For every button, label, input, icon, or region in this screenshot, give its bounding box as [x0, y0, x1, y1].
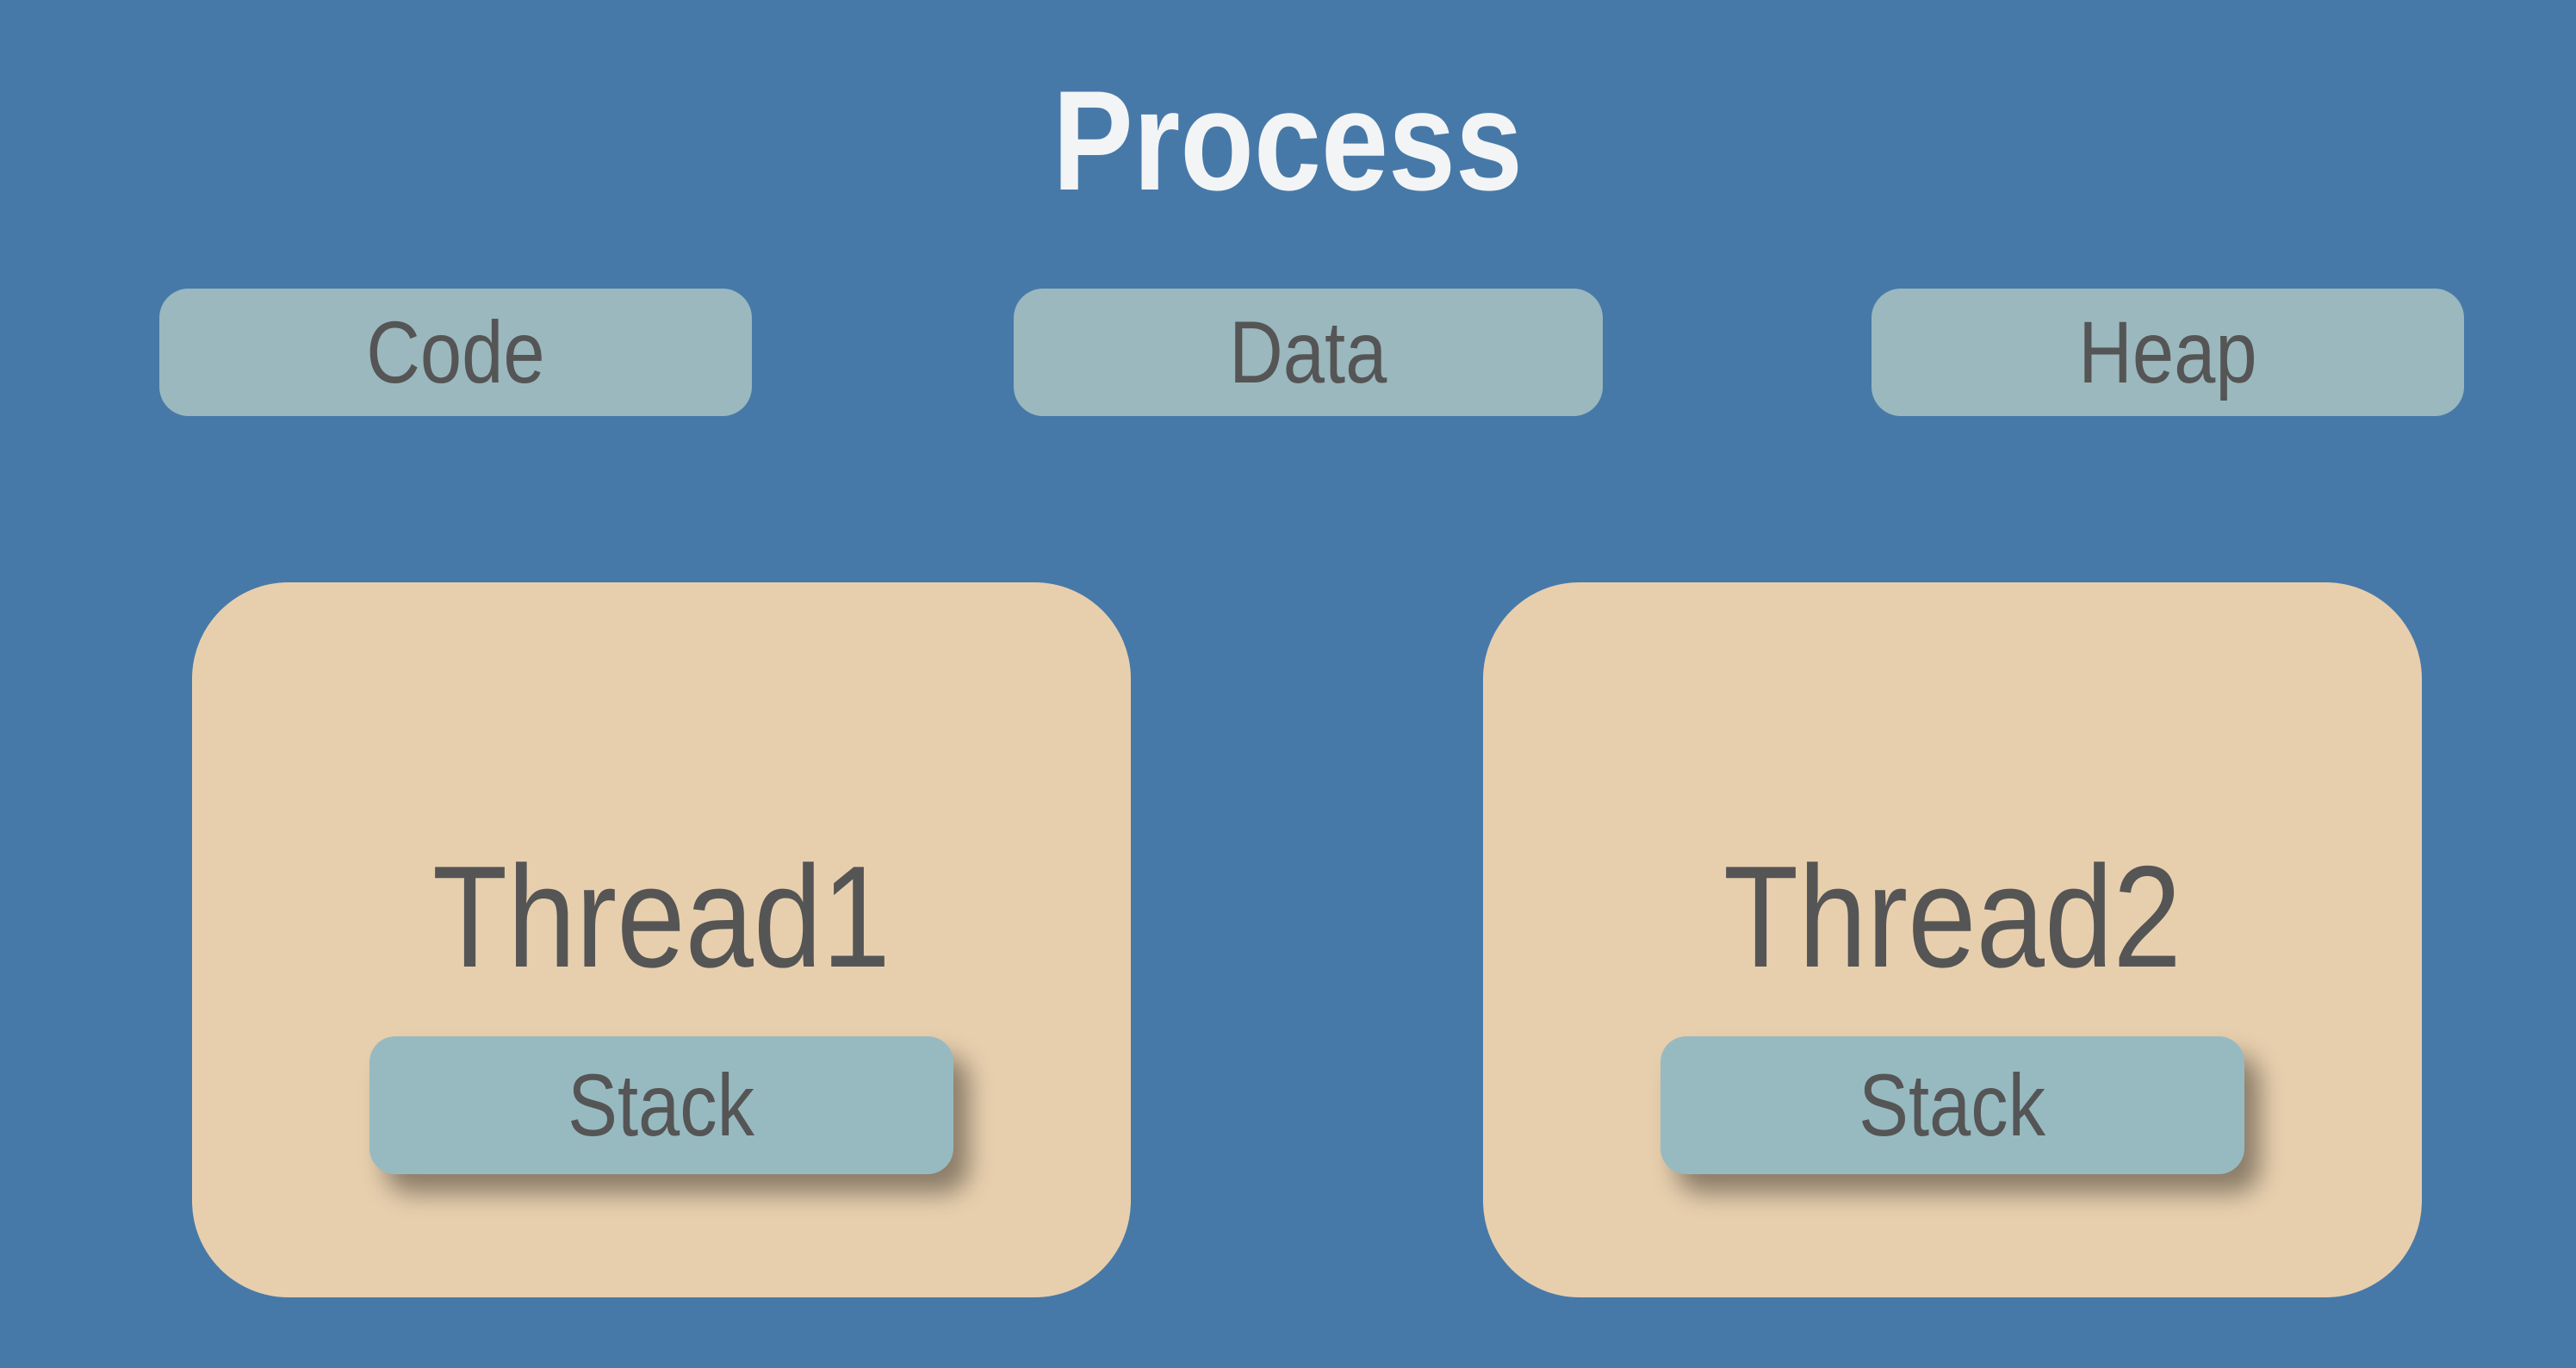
data-segment-box: Data	[1014, 289, 1603, 416]
thread1-stack-box: Stack	[369, 1036, 953, 1174]
code-segment-box: Code	[159, 289, 752, 416]
thread2-box: Thread2 Stack	[1483, 582, 2422, 1297]
code-segment-label: Code	[366, 302, 545, 401]
thread1-box: Thread1 Stack	[192, 582, 1131, 1297]
thread1-label: Thread1	[192, 844, 1131, 989]
heap-segment-box: Heap	[1871, 289, 2464, 416]
thread1-stack-label: Stack	[568, 1055, 755, 1154]
thread2-label-text: Thread2	[1723, 836, 2182, 998]
thread2-label: Thread2	[1483, 844, 2422, 989]
heap-segment-label: Heap	[2078, 302, 2257, 401]
thread2-stack-box: Stack	[1660, 1036, 2244, 1174]
thread2-stack-label: Stack	[1859, 1055, 2046, 1154]
process-title: Process	[0, 70, 2576, 212]
data-segment-label: Data	[1229, 302, 1387, 401]
thread1-label-text: Thread1	[432, 836, 891, 998]
process-title-text: Process	[1052, 61, 1524, 220]
